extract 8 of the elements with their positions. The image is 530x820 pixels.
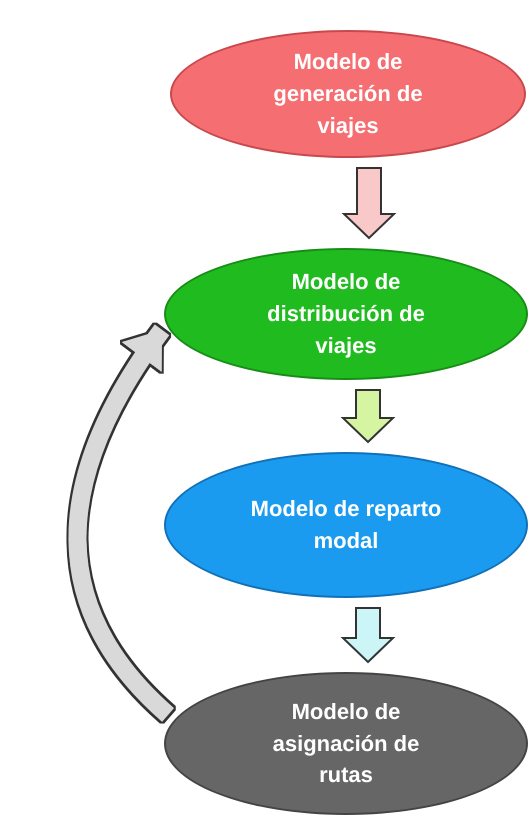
arrow <box>342 167 396 240</box>
node-label: Modelo de distribución de viajes <box>266 268 426 360</box>
node-label: Modelo de generación de viajes <box>272 48 424 140</box>
arrow <box>340 389 396 444</box>
arrow <box>340 607 396 664</box>
node-label: Modelo de reparto modal <box>250 495 442 555</box>
curved-arrow <box>68 324 174 722</box>
node-label: Modelo de asignación de rutas <box>272 698 420 790</box>
